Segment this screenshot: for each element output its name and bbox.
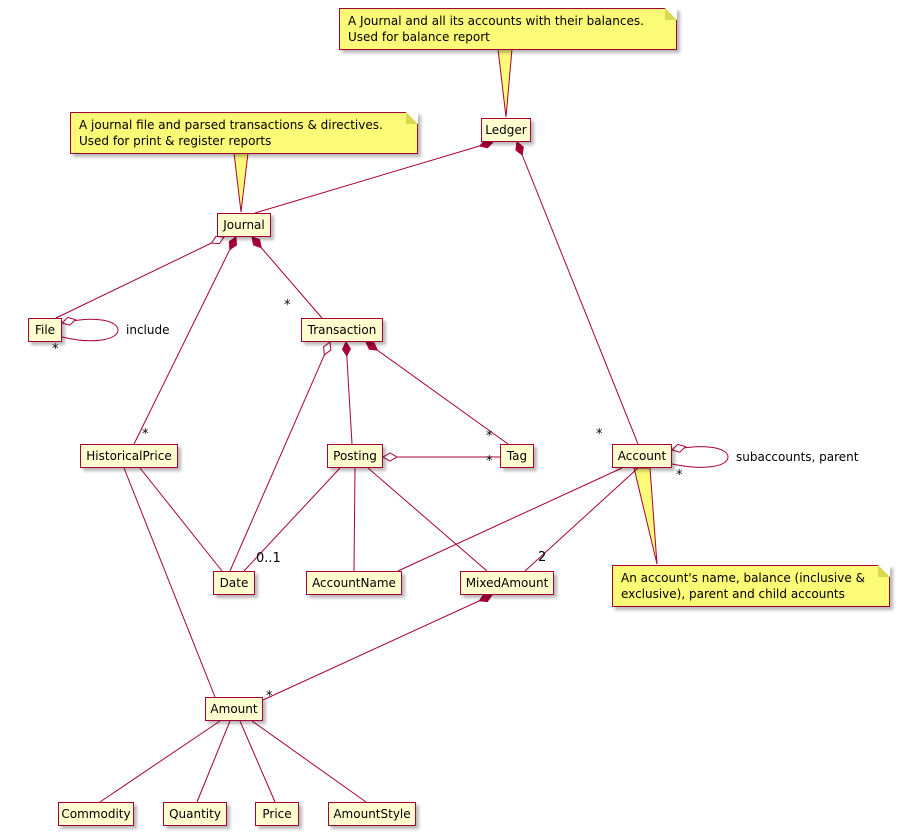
- class-amountstyle-label: AmountStyle: [333, 807, 411, 821]
- edge-posting-mixedamount: [367, 467, 488, 572]
- composition-diamond-journal-transaction: [251, 236, 262, 249]
- edge-mixedamount-amount: [262, 594, 493, 701]
- note-account-line2: exclusive), parent and child accounts: [621, 587, 845, 601]
- multiplicity-posting-date: 0..1: [256, 551, 281, 566]
- multiplicity-posting-tag: *: [486, 454, 493, 469]
- class-commodity-label: Commodity: [61, 807, 131, 821]
- note-tail-journal: [233, 152, 249, 213]
- class-account-label: Account: [617, 449, 667, 463]
- class-quantity: Quantity: [163, 802, 227, 826]
- edge-historicalprice-amount: [123, 467, 216, 698]
- note-tail-account: [633, 467, 658, 565]
- class-file-label: File: [34, 323, 56, 337]
- edge-transaction-tag: [365, 341, 509, 445]
- class-historicalprice: HistoricalPrice: [80, 444, 178, 468]
- class-mixedamount-label: MixedAmount: [465, 576, 549, 590]
- edge-label-subaccounts-parent: subaccounts, parent: [736, 450, 859, 464]
- multiplicity-file-self: *: [52, 342, 59, 357]
- composition-diamond-ledger-account: [515, 141, 524, 156]
- edge-posting-accountname: [353, 467, 356, 572]
- class-quantity-label: Quantity: [169, 807, 221, 821]
- multiplicity-transaction-tag: *: [486, 429, 493, 444]
- aggregation-diamond-transaction-date: [323, 341, 332, 356]
- edge-transaction-date: [229, 341, 331, 572]
- multiplicity-account-mixedamount: 2: [538, 550, 546, 565]
- class-ledger-label: Ledger: [485, 123, 527, 137]
- edge-account-accountname: [397, 467, 623, 572]
- note-account: An account's name, balance (inclusive & …: [612, 565, 890, 607]
- class-transaction-label: Transaction: [307, 323, 377, 337]
- class-price: Price: [255, 802, 299, 826]
- class-posting-label: Posting: [333, 449, 377, 463]
- class-tag: Tag: [500, 444, 534, 468]
- class-date: Date: [213, 571, 255, 595]
- edge-amount-quantity: [196, 720, 231, 803]
- aggregation-diamond-account-self: [671, 443, 687, 453]
- composition-diamond-transaction-tag: [365, 341, 379, 351]
- note-account-line1: An account's name, balance (inclusive &: [621, 571, 865, 585]
- aggregation-diamond-file-self: [61, 316, 77, 326]
- class-amount: Amount: [205, 697, 263, 721]
- class-file: File: [28, 318, 62, 342]
- multiplicity-mixedamount-amount: *: [266, 689, 273, 704]
- note-journal: A journal file and parsed transactions &…: [70, 112, 418, 154]
- multiplicity-journal-historicalprice: *: [142, 427, 149, 442]
- class-historicalprice-label: HistoricalPrice: [86, 449, 172, 463]
- note-ledger-line2: Used for balance report: [348, 30, 490, 44]
- note-journal-line2: Used for print & register reports: [79, 134, 272, 148]
- class-commodity: Commodity: [58, 802, 134, 826]
- class-price-label: Price: [262, 807, 292, 821]
- class-amountstyle: AmountStyle: [328, 802, 416, 826]
- edge-account-mixedamount: [524, 467, 639, 572]
- edge-ledger-journal: [254, 141, 494, 214]
- edge-journal-transaction: [251, 236, 323, 319]
- aggregation-diamond-posting-tag: [381, 452, 399, 462]
- note-tail-ledger: [497, 48, 513, 118]
- multiplicity-ledger-account: *: [596, 427, 603, 442]
- edge-amount-price: [239, 720, 276, 803]
- class-accountname-label: AccountName: [312, 576, 396, 590]
- edge-label-include: include: [126, 323, 169, 337]
- composition-diamond-journal-historicalprice: [228, 236, 238, 251]
- class-transaction: Transaction: [301, 318, 383, 342]
- edge-transaction-posting: [345, 341, 353, 445]
- class-amount-label: Amount: [210, 702, 258, 716]
- note-journal-line1: A journal file and parsed transactions &…: [79, 118, 383, 132]
- composition-diamond-transaction-posting: [341, 340, 351, 357]
- note-ledger-line1: A Journal and all its accounts with thei…: [348, 14, 644, 28]
- class-mixedamount: MixedAmount: [460, 571, 554, 595]
- multiplicity-account-self: *: [676, 468, 683, 483]
- edge-account-self-loop: [671, 446, 729, 468]
- edge-ledger-account: [516, 141, 639, 445]
- note-ledger: A Journal and all its accounts with thei…: [339, 8, 677, 50]
- class-journal: Journal: [217, 213, 271, 237]
- class-accountname: AccountName: [306, 571, 402, 595]
- class-ledger: Ledger: [481, 118, 531, 142]
- class-posting: Posting: [327, 444, 383, 468]
- class-tag-label: Tag: [506, 449, 528, 463]
- edge-posting-date: [243, 467, 341, 572]
- multiplicity-journal-transaction: *: [284, 298, 291, 313]
- edge-file-self-loop: [61, 318, 119, 342]
- edge-journal-file: [55, 236, 225, 319]
- edge-amount-amountstyle: [251, 720, 367, 803]
- class-date-label: Date: [219, 576, 249, 590]
- edge-historicalprice-date: [139, 467, 223, 572]
- edge-amount-commodity: [99, 720, 221, 803]
- class-journal-label: Journal: [223, 218, 265, 232]
- class-account: Account: [612, 444, 672, 468]
- edge-journal-historicalprice: [133, 236, 237, 445]
